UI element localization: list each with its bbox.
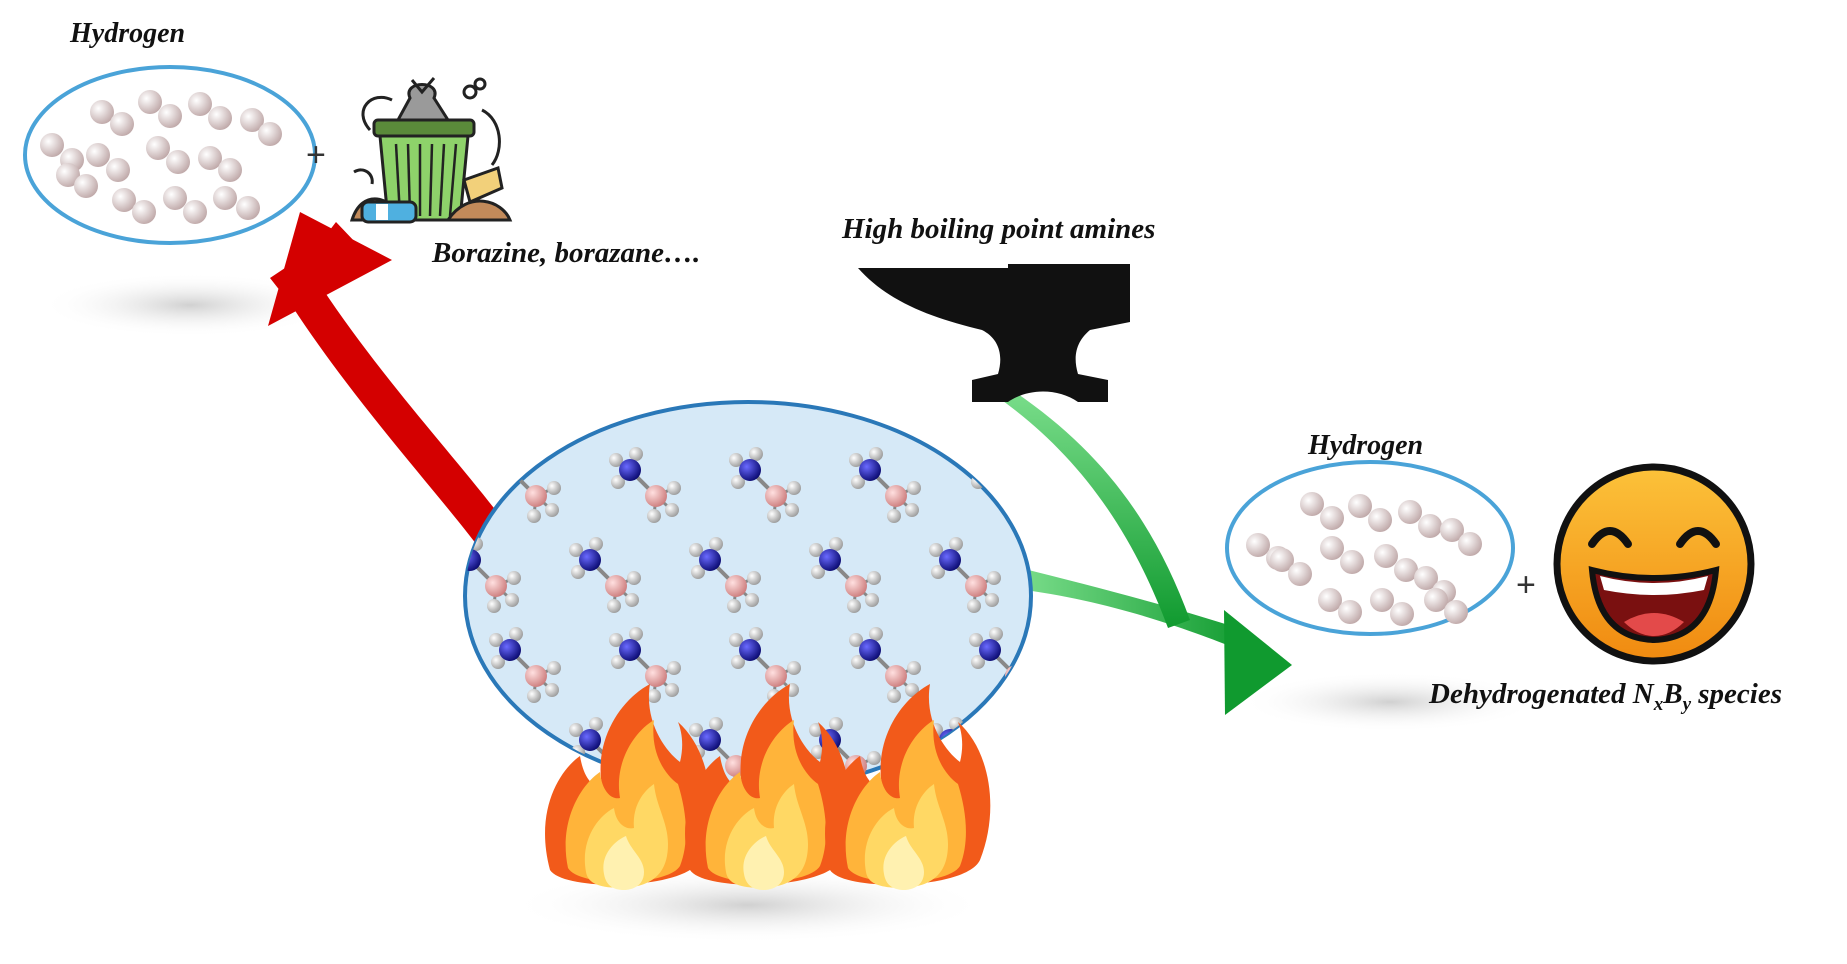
dehydro-sub-x: x xyxy=(1653,693,1664,715)
hydrogen-molecule xyxy=(1300,492,1344,530)
hydrogen-molecule xyxy=(213,186,260,220)
hydrogen-molecule xyxy=(1270,548,1312,586)
plus-sign-right: + xyxy=(1516,566,1536,604)
hydrogen-molecule xyxy=(112,188,156,224)
ammonia-borane-molecule xyxy=(689,537,761,613)
green-arrow-amine xyxy=(996,382,1190,628)
hydrogen-label-right: Hydrogen xyxy=(1308,430,1424,461)
ammonia-borane-ellipse xyxy=(463,400,1033,792)
ammonia-borane-molecule xyxy=(465,717,521,790)
dehydro-mid: B xyxy=(1663,678,1683,710)
hydrogen-molecules-icon-right xyxy=(1225,460,1515,636)
ammonia-borane-molecule xyxy=(609,447,681,523)
green-arrow-main xyxy=(1010,566,1292,715)
waste-bin-icon xyxy=(349,77,513,224)
dehydro-prefix: Dehydrogenated N xyxy=(1429,678,1654,710)
ammonia-borane-molecule xyxy=(729,447,801,523)
smiley-face-icon xyxy=(1553,463,1755,665)
ammonia-borane-molecule xyxy=(489,627,561,703)
hydrogen-molecule xyxy=(1374,544,1418,582)
ammonia-borane-molecule xyxy=(929,537,1001,613)
hydrogen-molecule xyxy=(1440,518,1482,556)
hydrogen-molecule xyxy=(90,100,134,136)
dehydrogenated-species-label: Dehydrogenated NxBy species xyxy=(1429,678,1782,716)
hydrogen-molecule xyxy=(163,186,207,224)
amines-label: High boiling point amines xyxy=(842,213,1156,245)
hydrogen-molecule xyxy=(1318,588,1362,624)
shadow-right xyxy=(1240,672,1540,732)
hydrogen-molecule xyxy=(86,143,130,182)
hydrogen-label-left: Hydrogen xyxy=(70,18,186,49)
ammonia-borane-molecule xyxy=(609,627,681,703)
ammonia-borane-molecule xyxy=(809,537,881,613)
hydrogen-molecule xyxy=(1370,588,1414,626)
hydrogen-molecule xyxy=(56,163,98,198)
hydrogen-molecule xyxy=(138,90,182,128)
hydrogen-molecule xyxy=(1320,536,1364,574)
hydrogen-molecule xyxy=(198,146,242,182)
ammonia-borane-molecule xyxy=(569,537,641,613)
dehydro-suffix: species xyxy=(1691,678,1783,710)
anvil-icon xyxy=(858,264,1130,402)
hydrogen-molecule xyxy=(240,108,282,146)
byproducts-label: Borazine, borazane…. xyxy=(432,237,701,269)
hydrogen-molecules-icon-left xyxy=(23,65,317,245)
flame xyxy=(545,684,711,890)
hydrogen-molecule xyxy=(188,92,232,130)
ammonia-borane-molecule xyxy=(849,627,921,703)
ammonia-borane-molecule xyxy=(729,627,801,703)
ammonia-borane-molecule xyxy=(849,447,921,523)
flame xyxy=(825,684,991,890)
flame xyxy=(685,684,851,890)
plus-sign-left: + xyxy=(306,136,326,174)
hydrogen-molecule xyxy=(1398,500,1442,538)
red-arrow xyxy=(268,212,518,560)
dehydro-sub-y: y xyxy=(1682,693,1692,715)
hydrogen-molecule xyxy=(1424,588,1468,624)
hydrogen-molecule xyxy=(146,136,190,174)
fire-icon xyxy=(545,684,991,890)
hydrogen-molecule xyxy=(1348,494,1392,532)
shadow-left xyxy=(40,273,340,337)
